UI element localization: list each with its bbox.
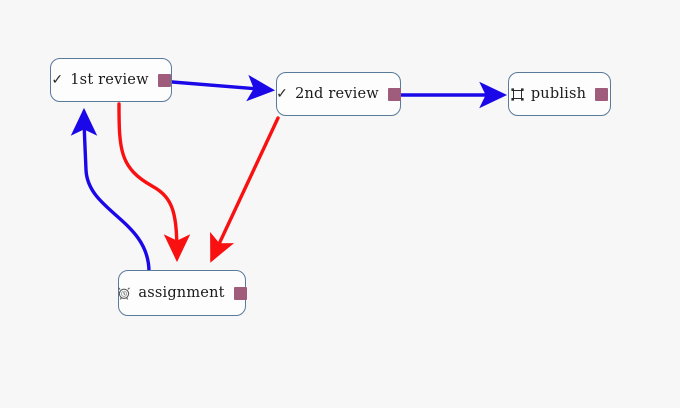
- node-color-swatch[interactable]: [233, 286, 247, 300]
- alarm-clock-icon: [117, 286, 131, 300]
- node-label: 2nd review: [295, 86, 379, 102]
- node-color-swatch[interactable]: [157, 73, 171, 87]
- node-label: assignment: [138, 285, 225, 301]
- edge-assignment-to-first: [70, 107, 151, 274]
- node-color-swatch[interactable]: [595, 87, 609, 101]
- edge-first-to-second: [159, 74, 276, 102]
- node-first-review[interactable]: ✓ 1st review: [50, 58, 172, 102]
- check-icon: ✓: [276, 86, 289, 102]
- node-publish[interactable]: publish: [508, 72, 611, 116]
- node-label: 1st review: [70, 72, 149, 88]
- check-icon: ✓: [51, 72, 64, 88]
- node-second-review[interactable]: ✓ 2nd review: [276, 72, 401, 116]
- crop-frame-icon: [511, 87, 524, 101]
- node-assignment[interactable]: assignment: [117, 270, 247, 316]
- node-label: publish: [530, 86, 587, 102]
- edge-second-to-assignment: [210, 116, 280, 263]
- node-color-swatch[interactable]: [387, 87, 401, 101]
- edge-first-to-assignment: [117, 102, 191, 263]
